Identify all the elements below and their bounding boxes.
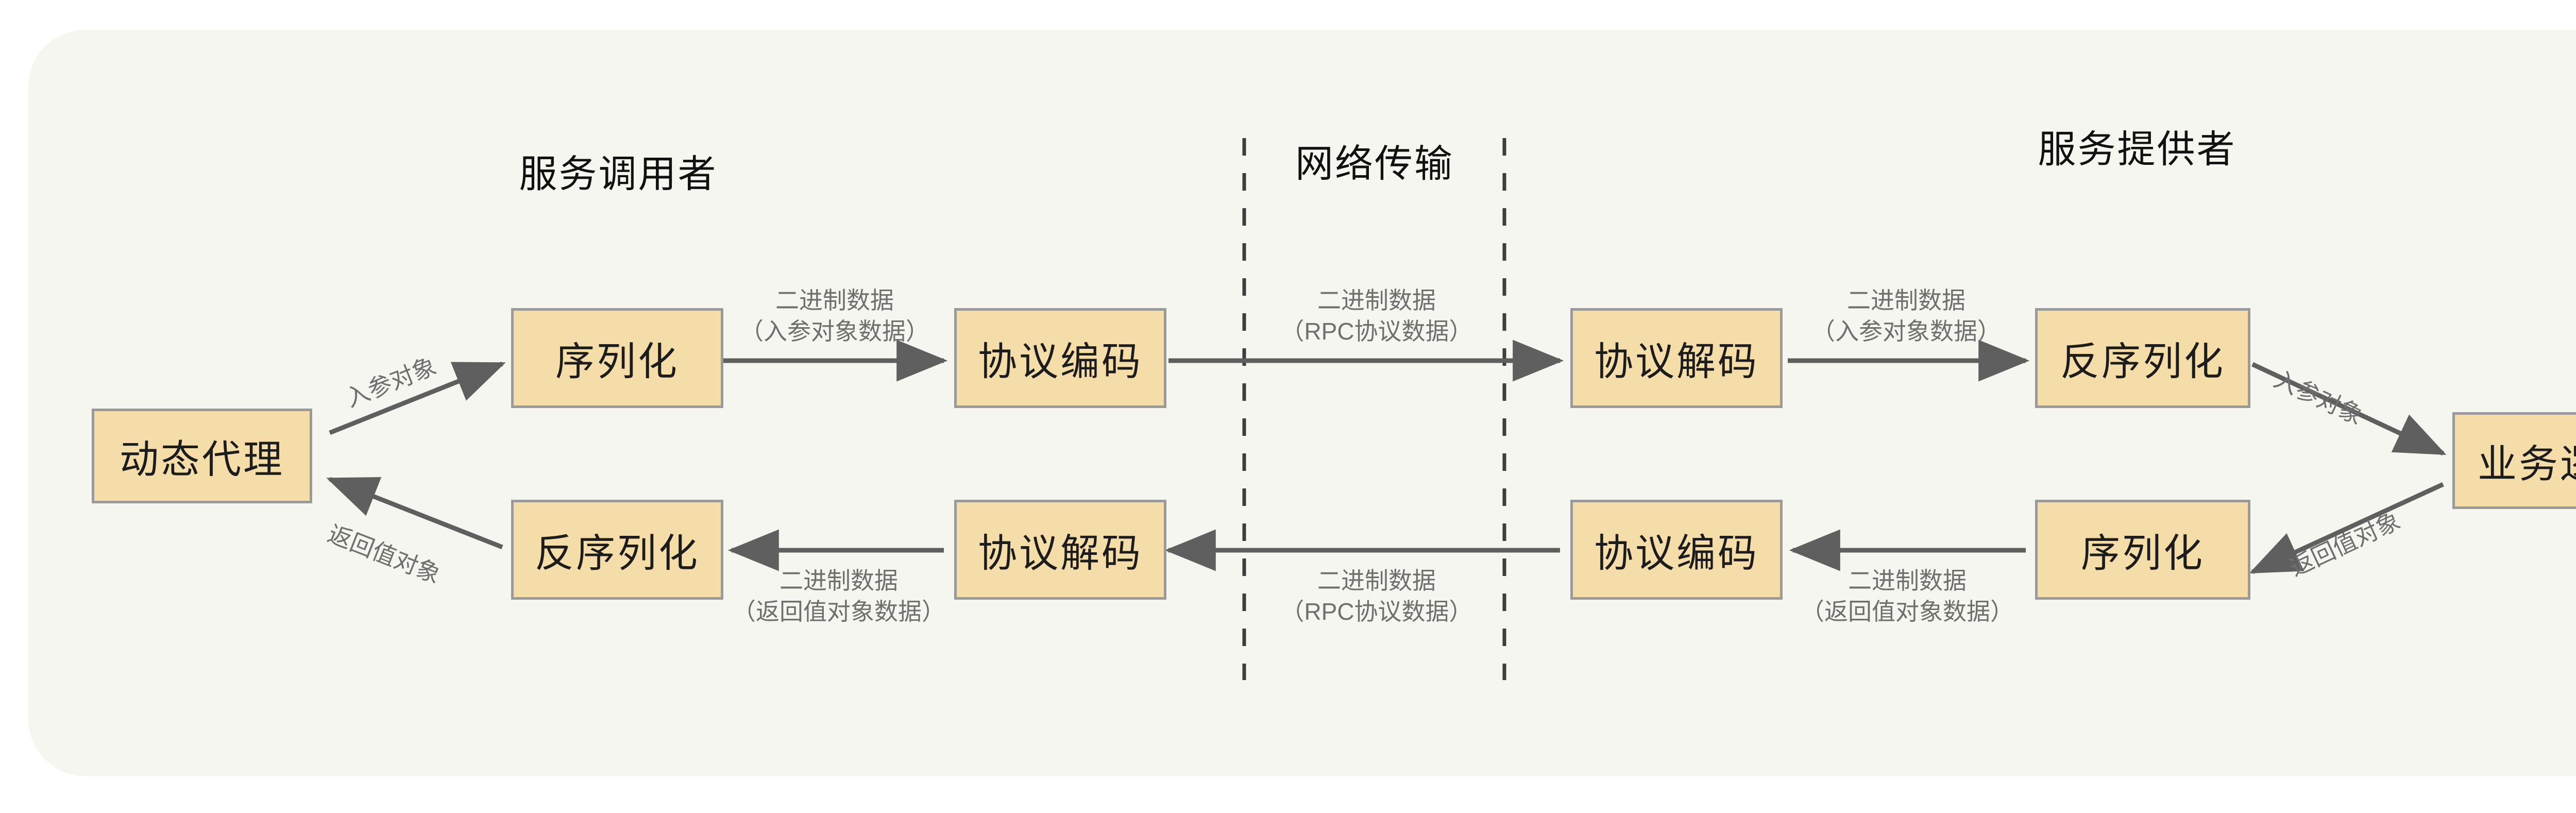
lane-title-network: 网络传输 [1295, 142, 1454, 185]
node-protocol-decode-request[interactable]: 协议解码 [1570, 308, 1783, 408]
edge-label-line1: 二进制数据 [779, 567, 898, 594]
node-serialize-request[interactable]: 序列化 [511, 308, 723, 408]
edge-label-line1: 二进制数据 [1317, 567, 1436, 594]
edge-label-line1: 二进制数据 [775, 287, 894, 314]
edge-label-line1: 二进制数据 [1848, 567, 1967, 594]
edge-label-line2: （入参对象数据） [740, 317, 929, 345]
edge-label-line1: 二进制数据 [1317, 287, 1436, 314]
node-business-logic[interactable]: 业务逻辑 [2452, 412, 2576, 509]
edge-label-line2: （返回值对象数据） [732, 598, 945, 625]
edge-label-serialize-resp-to-encode-resp: 二进制数据 （返回值对象数据） [1801, 566, 2014, 628]
edge-label-decode-to-deserialize: 二进制数据 （入参对象数据） [1811, 285, 2001, 347]
edge-label-decode-resp-to-deserialize-resp: 二进制数据 （返回值对象数据） [732, 566, 945, 628]
node-dynamic-proxy[interactable]: 动态代理 [92, 409, 312, 503]
node-protocol-encode-response[interactable]: 协议编码 [1570, 500, 1783, 600]
edge-label-line1: 二进制数据 [1847, 287, 1965, 314]
edge-label-line2: （返回值对象数据） [1801, 598, 2014, 625]
edge-business-logic-to-serialize-resp [2249, 482, 2444, 574]
edge-label-line2: （RPC协议数据） [1280, 598, 1473, 625]
edge-label-encode-resp-to-decode-resp: 二进制数据 （RPC协议数据） [1280, 566, 1472, 628]
node-deserialize-request[interactable]: 反序列化 [2035, 308, 2250, 408]
edge-label-serialize-to-encode: 二进制数据 （入参对象数据） [740, 285, 929, 347]
edge-label-encode-to-decode: 二进制数据 （RPC协议数据） [1280, 285, 1472, 347]
node-protocol-encode-request[interactable]: 协议编码 [954, 308, 1166, 408]
edge-deserialize-resp-to-dynamic-proxy [326, 477, 503, 550]
node-serialize-response[interactable]: 序列化 [2035, 500, 2250, 600]
edge-deserialize-to-business-logic [2251, 362, 2447, 456]
edge-label-line2: （RPC协议数据） [1280, 317, 1473, 345]
edge-label-line2: （入参对象数据） [1811, 317, 2001, 345]
lane-title-consumer: 服务调用者 [519, 153, 718, 195]
node-deserialize-response[interactable]: 反序列化 [511, 500, 723, 600]
lane-title-provider: 服务提供者 [2038, 128, 2236, 171]
node-protocol-decode-response[interactable]: 协议解码 [954, 500, 1166, 600]
edge-dynamic-proxy-to-serialize [329, 361, 506, 435]
